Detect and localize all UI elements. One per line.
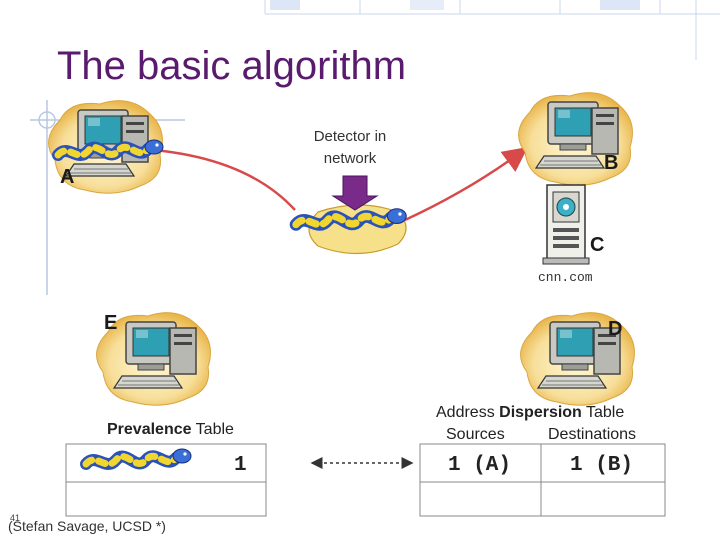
dispersion-col-sources: Sources xyxy=(446,426,505,443)
server-c-caption: cnn.com xyxy=(538,270,593,285)
detector-icon xyxy=(296,175,406,255)
server-c-icon xyxy=(542,184,590,265)
prevalence-table-title: Prevalence Table xyxy=(107,421,234,439)
node-label-e: E xyxy=(104,312,118,334)
dispersion-title-rest: Table xyxy=(581,404,625,421)
dispersion-table-grid xyxy=(419,443,666,517)
detector-caption-line2: network xyxy=(323,150,377,167)
node-label-d: D xyxy=(608,318,623,340)
slide-number: 41 xyxy=(10,513,21,523)
detector-caption-line1: Detector in xyxy=(313,128,387,145)
arrow-detector-to-b xyxy=(404,147,529,222)
node-label-b: B xyxy=(604,152,619,174)
grid-block xyxy=(600,0,640,10)
prevalence-title-rest: Table xyxy=(191,421,234,438)
dispersion-title-pre: Address xyxy=(436,404,500,421)
slide-footer: (Stefan Savage, UCSD *) xyxy=(8,518,166,534)
dispersion-title-bold: Dispersion xyxy=(499,404,582,421)
dispersion-table-title: Address Dispersion Table xyxy=(436,404,624,422)
dispersion-col-destinations: Destinations xyxy=(548,426,637,443)
prevalence-worm-icon xyxy=(86,449,191,464)
prevalence-table-grid xyxy=(65,443,267,517)
node-label-a: A xyxy=(60,166,75,188)
prevalence-title-bold: Prevalence xyxy=(107,421,192,438)
dispersion-destinations-value: 1 (B) xyxy=(570,454,634,477)
corner-grid xyxy=(264,0,720,60)
detector-caption: Detector in network xyxy=(290,126,410,170)
prevalence-count: 1 xyxy=(234,454,247,477)
node-label-c: C xyxy=(590,234,605,256)
slide-title: The basic algorithm xyxy=(57,44,407,88)
dispersion-sources-value: 1 (A) xyxy=(448,454,512,477)
grid-block xyxy=(270,0,300,10)
grid-block xyxy=(410,0,444,10)
